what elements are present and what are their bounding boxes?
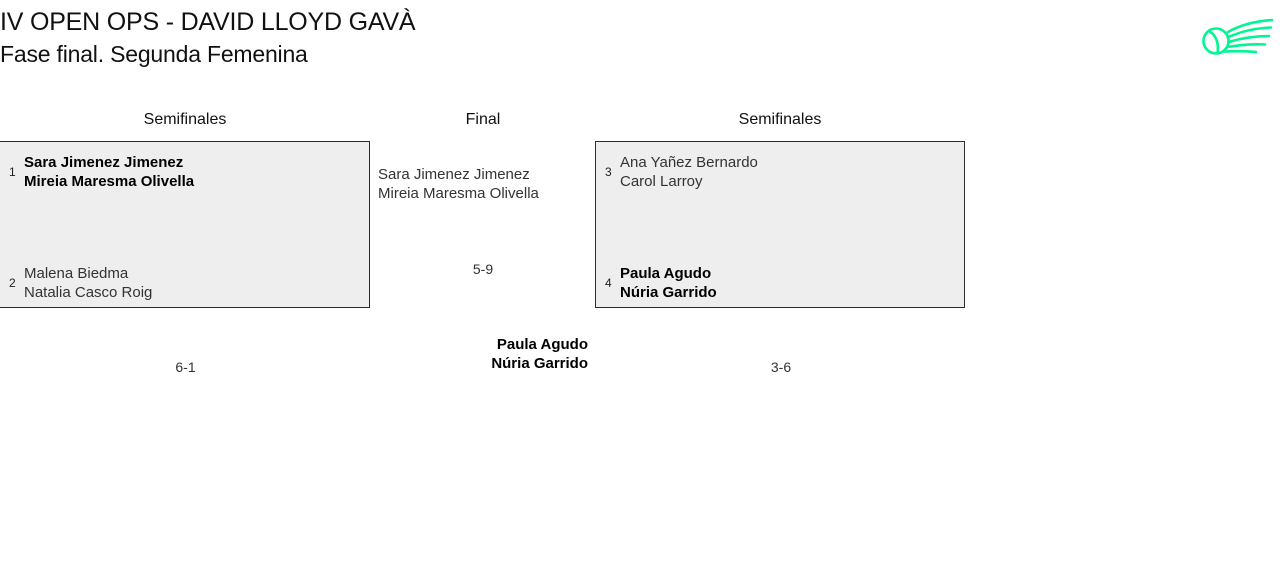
player-name: Natalia Casco Roig — [24, 284, 153, 301]
player-name: Malena Biedma — [24, 265, 129, 282]
tournament-header: IV OPEN OPS - DAVID LLOYD GAVÀ Fase fina… — [0, 6, 900, 70]
player-name: Paula Agudo — [620, 265, 712, 282]
tournament-title: IV OPEN OPS - DAVID LLOYD GAVÀ — [0, 8, 416, 36]
team-names: Sara Jimenez Jimenez Mireia Maresma Oliv… — [24, 153, 194, 191]
match-score: 3-6 — [770, 359, 792, 375]
player-name: Núria Garrido — [491, 355, 588, 372]
match-semifinal-left[interactable]: 1 Sara Jimenez Jimenez Mireia Maresma Ol… — [0, 141, 370, 375]
match-team-row[interactable]: 4 Paula Agudo Núria Garrido — [605, 264, 717, 302]
team-seed: 2 — [9, 276, 16, 290]
player-name: Mireia Maresma Olivella — [378, 185, 539, 202]
team-seed: 4 — [605, 276, 612, 290]
player-name: Sara Jimenez Jimenez — [378, 166, 530, 183]
final-score: 5-9 — [472, 261, 494, 277]
round-header-semifinal-left: Semifinales — [143, 111, 227, 128]
team-names: Ana Yañez Bernardo Carol Larroy — [620, 153, 758, 191]
round-header-final: Final — [465, 111, 501, 128]
match-team-row[interactable]: 1 Sara Jimenez Jimenez Mireia Maresma Ol… — [9, 153, 194, 191]
tournament-subtitle: Fase final. Segunda Femenina — [0, 41, 308, 67]
player-name: Sara Jimenez Jimenez — [24, 154, 184, 171]
match-team-row[interactable]: 3 Ana Yañez Bernardo Carol Larroy — [605, 153, 758, 191]
team-seed: 3 — [605, 165, 612, 179]
match-team-row[interactable]: 2 Malena Biedma Natalia Casco Roig — [9, 264, 152, 302]
match-score: 6-1 — [175, 359, 196, 375]
team-names: Malena Biedma Natalia Casco Roig — [24, 264, 152, 302]
player-name: Carol Larroy — [620, 173, 703, 190]
player-name: Paula Agudo — [496, 336, 588, 353]
player-name: Mireia Maresma Olivella — [24, 173, 195, 190]
final-finalist-team[interactable]: Sara Jimenez Jimenez Mireia Maresma Oliv… — [378, 165, 539, 203]
tennis-ball-swoosh-logo — [1200, 16, 1276, 60]
round-header-semifinal-right: Semifinales — [738, 111, 822, 128]
team-seed: 1 — [9, 165, 16, 179]
final-champion-team[interactable]: Paula Agudo Núria Garrido — [388, 335, 588, 373]
player-name: Ana Yañez Bernardo — [620, 154, 758, 171]
player-name: Núria Garrido — [620, 284, 717, 301]
match-semifinal-right[interactable]: 3 Ana Yañez Bernardo Carol Larroy 3-6 4 … — [595, 141, 965, 375]
team-names: Paula Agudo Núria Garrido — [620, 264, 717, 302]
